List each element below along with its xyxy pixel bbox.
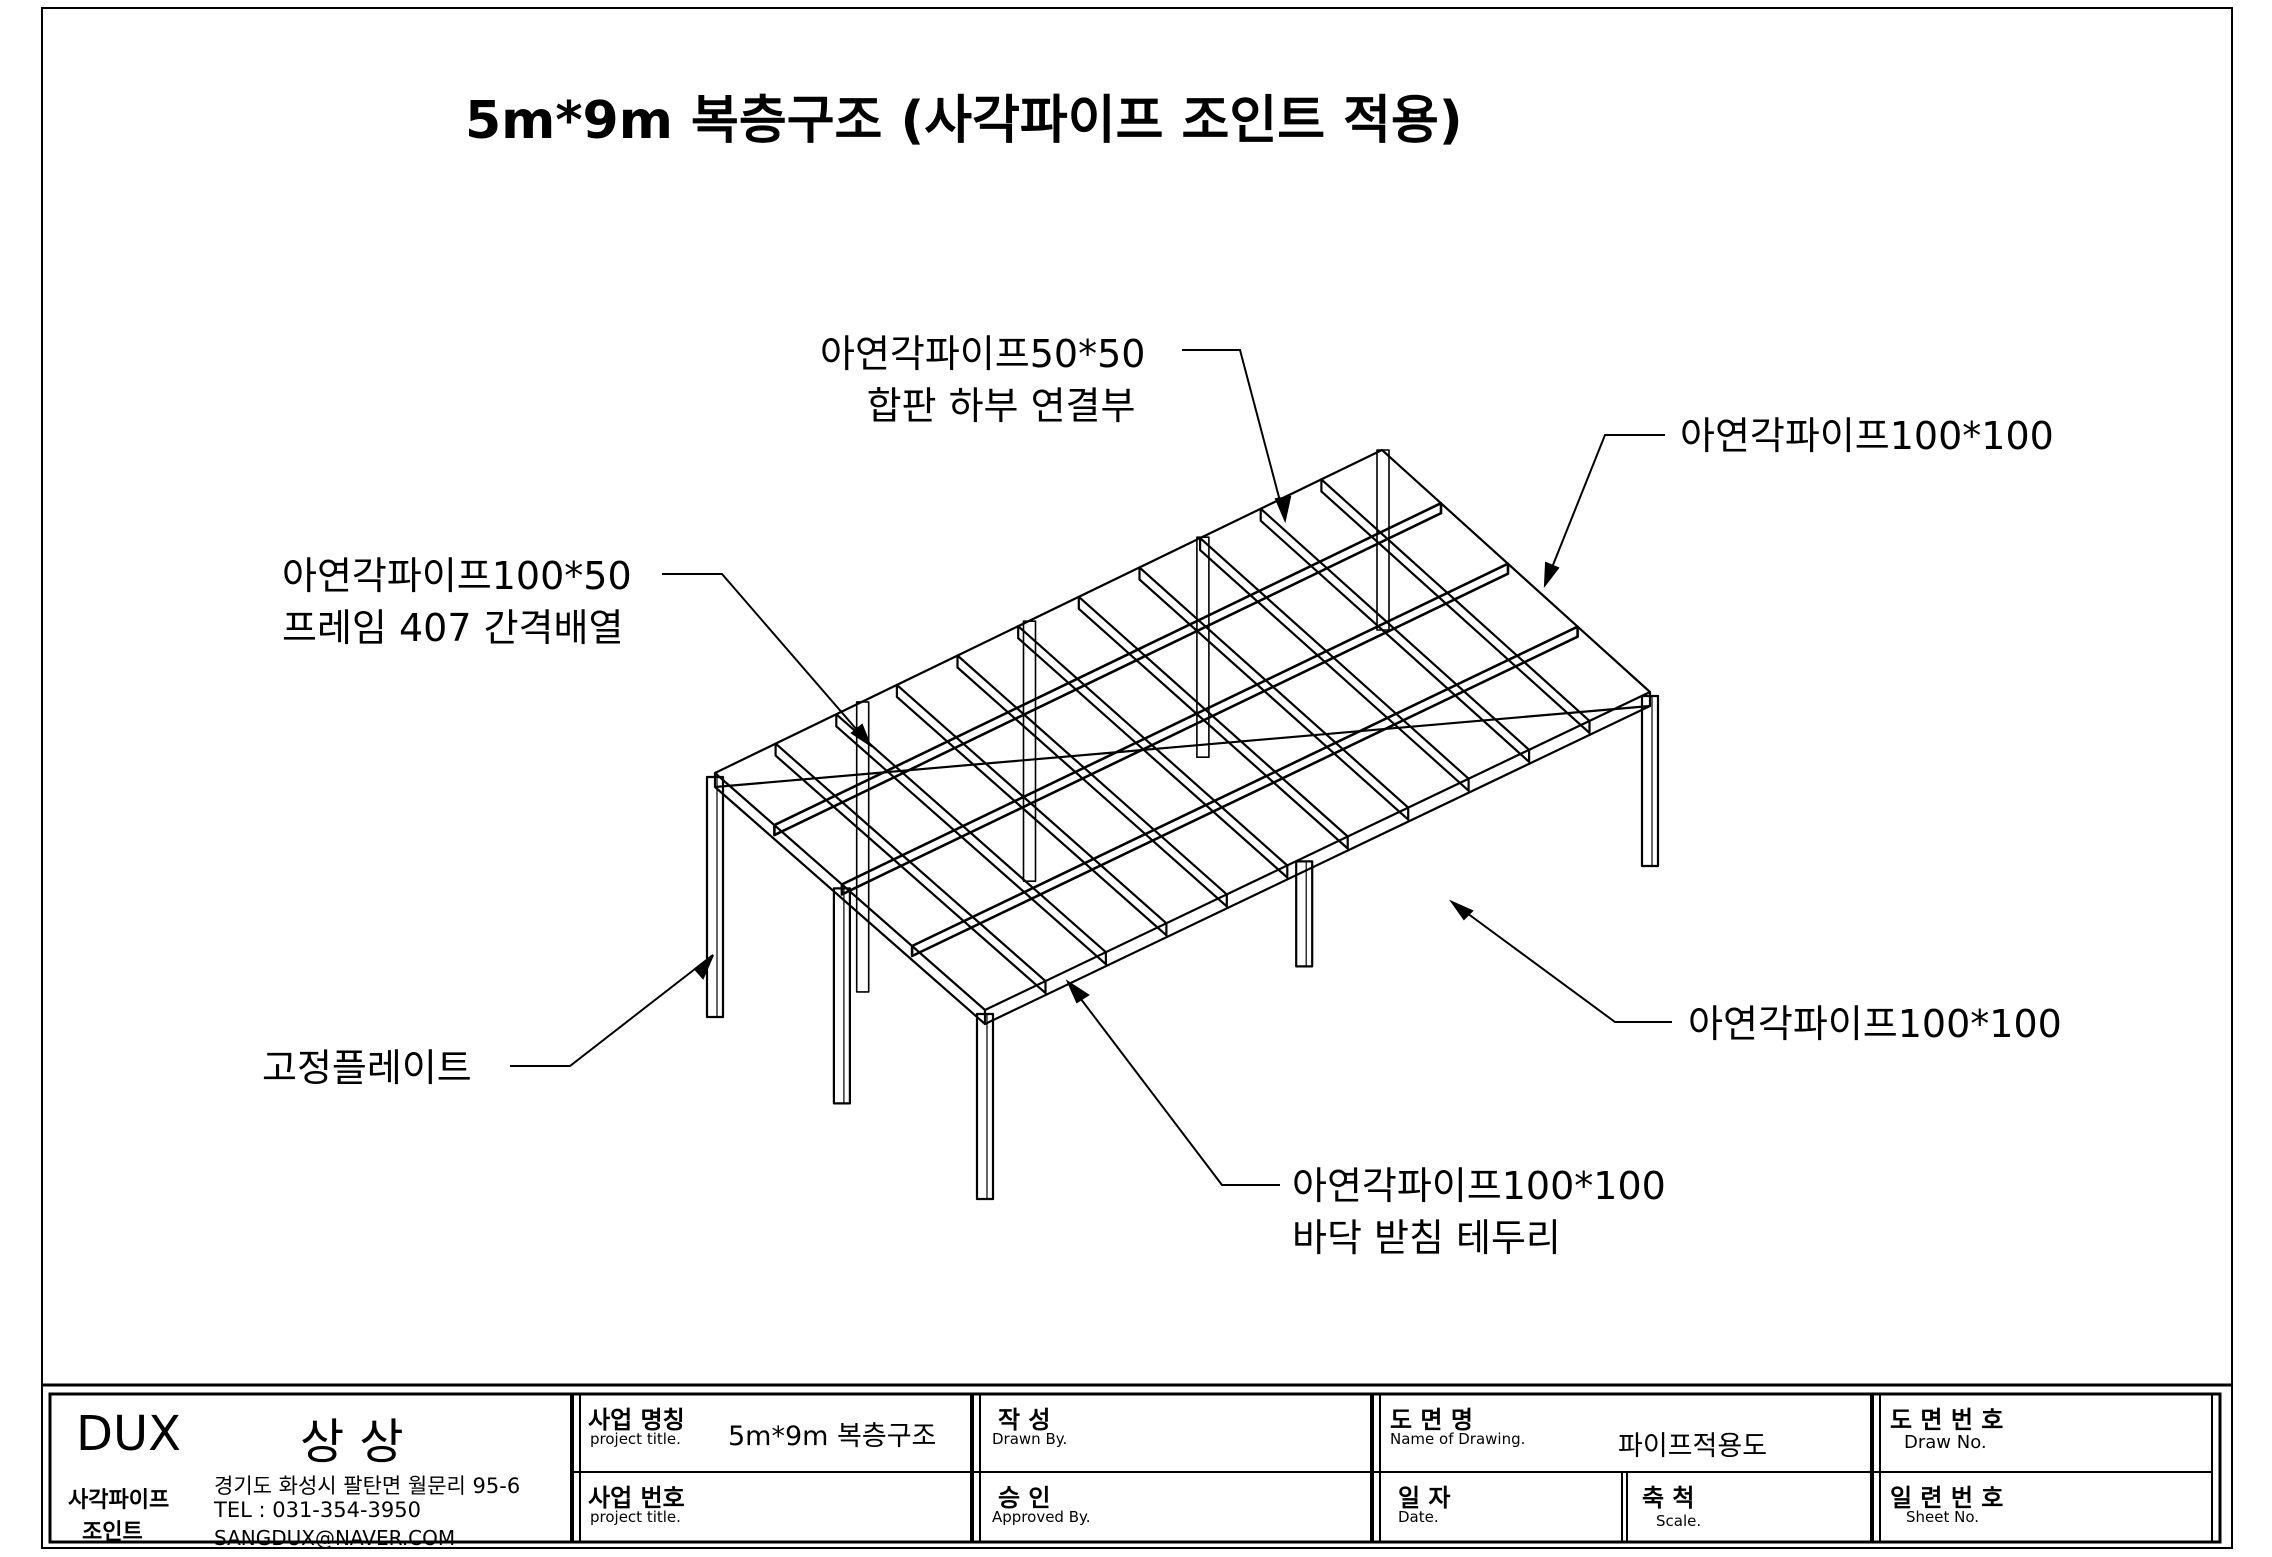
company-brand: DUX bbox=[76, 1406, 181, 1462]
project-name-label: 사업 명칭 bbox=[588, 1406, 685, 1434]
callout-left-frame-line2: 프레임 407 간격배열 bbox=[282, 606, 624, 650]
drawing-name-label: 도 면 명 bbox=[1390, 1406, 1473, 1434]
scale-label: 축 척 bbox=[1642, 1484, 1695, 1512]
back-column bbox=[1022, 620, 1037, 883]
callout-bottom-edge: 아연각파이프100*100 바닥 받침 테두리 bbox=[1292, 1160, 1666, 1264]
leader-bottom-edge bbox=[1067, 981, 1280, 1186]
leader-lines bbox=[510, 349, 1672, 1186]
frame-member bbox=[1320, 478, 1591, 735]
frame-member bbox=[956, 654, 1228, 908]
callout-left-frame: 아연각파이프100*50 프레임 407 간격배열 bbox=[282, 550, 632, 654]
drawn-by-sub: Drawn By. bbox=[992, 1430, 1068, 1448]
leader-right-column bbox=[1451, 901, 1672, 1023]
project-no-sub: project title. bbox=[590, 1508, 681, 1526]
callout-bottom-edge-line1: 아연각파이프100*100 bbox=[1292, 1164, 1666, 1208]
approved-by-label: 승 인 bbox=[998, 1484, 1051, 1512]
deck-rim-bottom bbox=[713, 704, 1652, 1026]
company-name: 상 상 bbox=[300, 1414, 404, 1470]
drawn-by-label: 작 성 bbox=[998, 1406, 1051, 1434]
callout-right-top-line1: 아연각파이프100*100 bbox=[1680, 414, 2054, 458]
joist-member bbox=[840, 562, 1510, 896]
project-no-label: 사업 번호 bbox=[588, 1484, 685, 1512]
front-column bbox=[1295, 860, 1314, 968]
date-label: 일 자 bbox=[1398, 1484, 1451, 1512]
callout-fixed-plate-line1: 고정플레이트 bbox=[262, 1046, 472, 1090]
drawing-name-value: 파이프적용도 bbox=[1618, 1431, 1768, 1462]
company-tel: TEL : 031-354-3950 bbox=[214, 1498, 421, 1522]
joist-member bbox=[910, 625, 1579, 958]
callout-left-frame-line1: 아연각파이프100*50 bbox=[282, 554, 632, 598]
title-block-frame bbox=[42, 1383, 2232, 1544]
frame-member bbox=[1138, 566, 1410, 821]
arrow-bottom-edge bbox=[1065, 979, 1090, 1004]
front-column bbox=[1640, 694, 1660, 868]
callout-right-top: 아연각파이프100*100 bbox=[1680, 410, 2054, 462]
draw-no-sub: Draw No. bbox=[1904, 1432, 1987, 1453]
approved-by-sub: Approved By. bbox=[992, 1508, 1091, 1526]
joist-member bbox=[773, 501, 1443, 837]
frame-member bbox=[1198, 536, 1470, 792]
front-column bbox=[832, 887, 852, 1105]
leader-fixed-plate bbox=[510, 954, 714, 1067]
front-column bbox=[705, 775, 725, 1019]
company-email: SANGDUX@NAVER.COM bbox=[214, 1526, 456, 1550]
leader-right-top bbox=[1544, 434, 1665, 586]
arrow-right-column bbox=[1449, 899, 1474, 921]
callout-bottom-edge-line2: 바닥 받침 테두리 bbox=[1292, 1216, 1561, 1260]
sheet-no-sub: Sheet No. bbox=[1906, 1508, 1980, 1526]
arrow-fixed-plate bbox=[693, 954, 714, 980]
arrow-right-top bbox=[1543, 561, 1560, 589]
callout-top-joint-line1: 아연각파이프50*50 bbox=[820, 332, 1146, 376]
front-column bbox=[975, 1012, 995, 1201]
project-name-value: 5m*9m 복층구조 bbox=[728, 1421, 937, 1452]
isometric-structure bbox=[705, 448, 1660, 1201]
drawing-name-sub: Name of Drawing. bbox=[1390, 1430, 1526, 1448]
company-product-line1: 사각파이프 bbox=[68, 1488, 170, 1513]
callout-right-column: 아연각파이프100*100 bbox=[1688, 998, 2062, 1050]
company-product-line2: 조인트 bbox=[82, 1520, 143, 1545]
scale-sub: Scale. bbox=[1656, 1512, 1702, 1530]
callout-top-joint-line2: 합판 하부 연결부 bbox=[866, 384, 1136, 428]
arrow-top-joint bbox=[1274, 495, 1292, 524]
frame-member bbox=[1017, 625, 1289, 879]
arrow-left-frame bbox=[850, 723, 873, 748]
frame-member bbox=[774, 742, 1047, 995]
frame-member bbox=[835, 713, 1108, 966]
date-sub: Date. bbox=[1398, 1508, 1439, 1526]
leader-top-joint bbox=[1182, 349, 1286, 521]
company-address: 경기도 화성시 팔탄면 월문리 95-6 bbox=[214, 1474, 521, 1498]
callout-right-column-line1: 아연각파이프100*100 bbox=[1688, 1002, 2062, 1046]
drawing-title: 5m*9m 복층구조 (사각파이프 조인트 적용) bbox=[465, 91, 1463, 151]
frame-member bbox=[1077, 595, 1349, 850]
callout-top-joint: 아연각파이프50*50 합판 하부 연결부 bbox=[820, 328, 1145, 432]
project-name-sub: project title. bbox=[590, 1430, 681, 1448]
frame-member bbox=[1259, 507, 1531, 763]
draw-no-label: 도 면 번 호 bbox=[1890, 1406, 2004, 1434]
sheet-border bbox=[41, 7, 2233, 1549]
leader-left-frame bbox=[662, 573, 871, 746]
sheet-no-label: 일 련 번 호 bbox=[1890, 1484, 2004, 1512]
frame-member bbox=[895, 683, 1168, 937]
callout-fixed-plate: 고정플레이트 bbox=[262, 1042, 472, 1094]
